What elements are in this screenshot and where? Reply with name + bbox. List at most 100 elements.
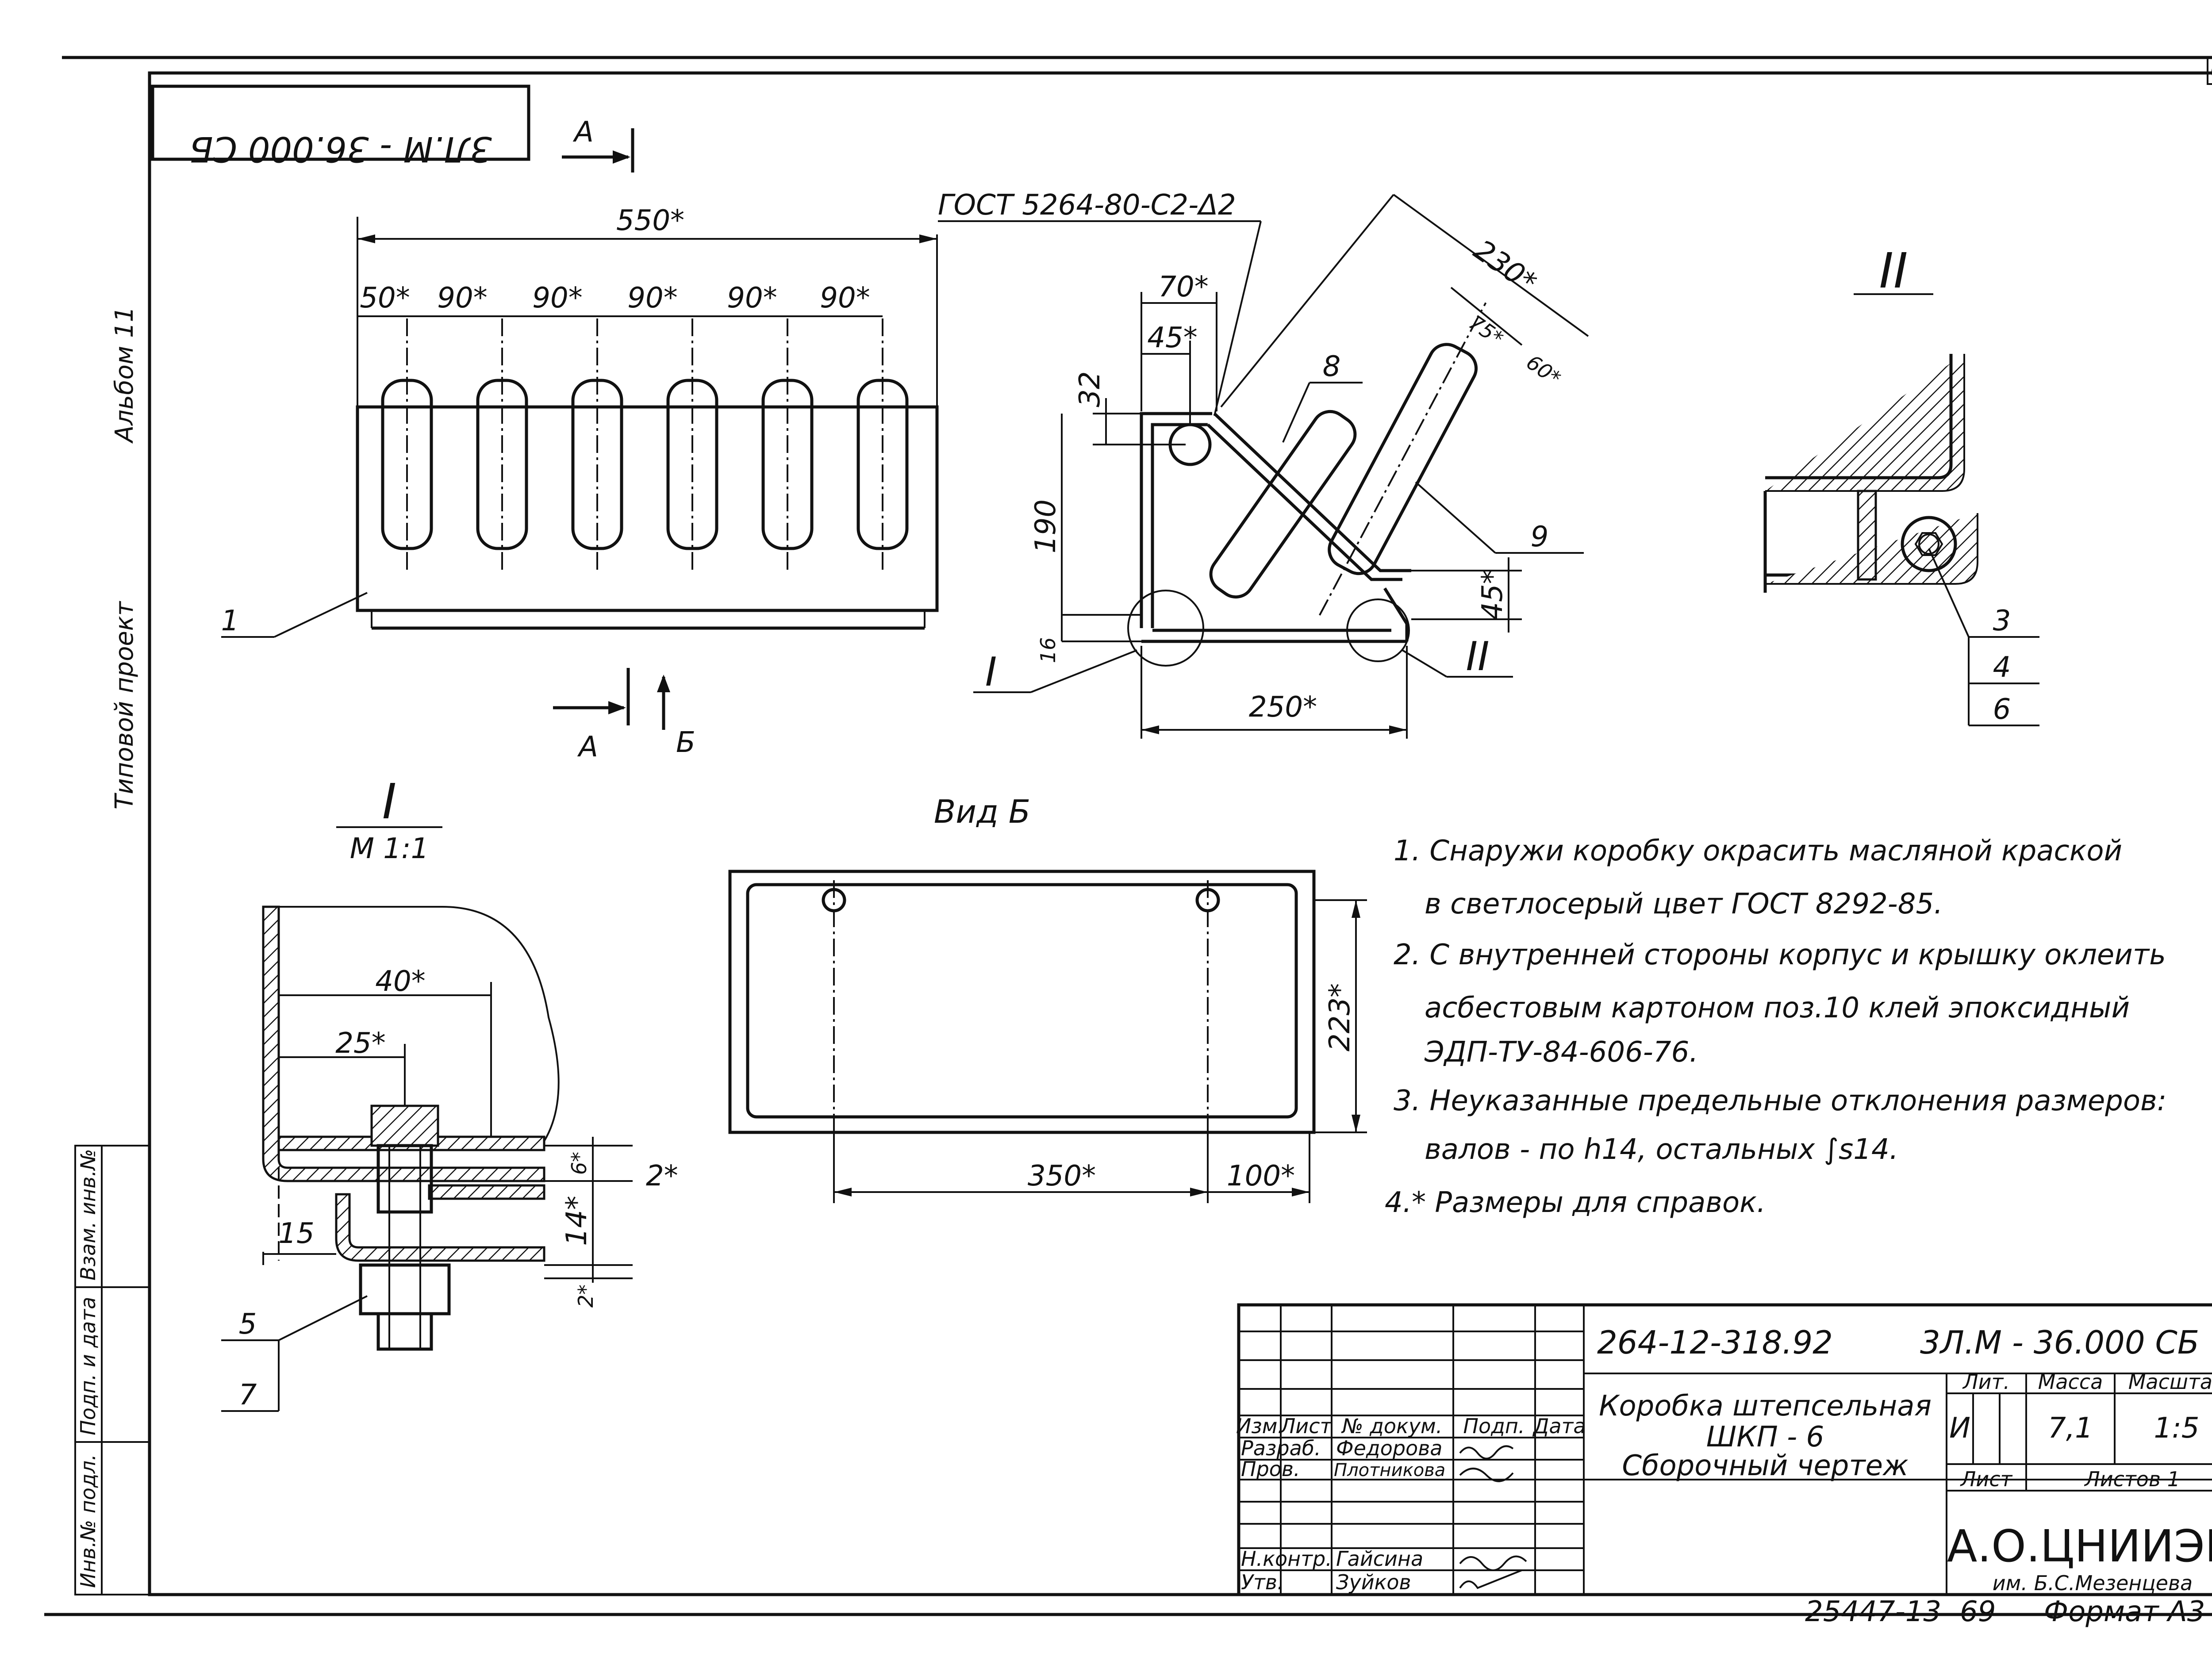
dim-230: 230*	[1468, 234, 1543, 299]
front-view: 550* 50* 90* 90* 90* 90* 90* 1 A A Б	[221, 116, 939, 763]
position-1: 1	[221, 605, 239, 637]
footer-page: 69	[1960, 1595, 1996, 1628]
dim-90-5: 90*	[820, 282, 870, 314]
col-list: Лист	[1279, 1414, 1333, 1438]
dim-70: 70*	[1158, 271, 1208, 303]
stamp-inv-podl: Инв.№ подл.	[76, 1454, 100, 1588]
note-line-4: асбестовым картоном поз.10 клей эпоксидн…	[1425, 992, 2130, 1024]
dim-350: 350*	[1028, 1160, 1096, 1193]
detail-1-scale: М 1:1	[350, 832, 429, 865]
position-4: 4	[1993, 651, 2011, 684]
note-line-2: в светлосерый цвет ГОСТ 8292-85.	[1425, 888, 1943, 920]
mass-label: Масса	[2038, 1370, 2103, 1394]
dim-90-1: 90*	[437, 282, 487, 314]
rotated-code-box	[151, 84, 530, 161]
note-line-1: 1. Снаружи коробку окрасить масляной кра…	[1394, 835, 2122, 867]
dim-40: 40*	[375, 965, 425, 998]
scale-label: Масштаб	[2128, 1370, 2212, 1394]
dim-45-right: 45*	[1476, 570, 1509, 620]
detail-2-title: II	[1879, 242, 1908, 299]
dim-45-top: 45*	[1147, 322, 1197, 354]
dim-550: 550*	[616, 204, 684, 237]
view-b: Вид Б 350* 100* 223*	[728, 793, 1367, 1203]
dim-50: 50*	[360, 282, 410, 314]
sheet-label: Лист	[1960, 1467, 2013, 1491]
name-zuikov: Зуйков	[1336, 1570, 1411, 1594]
title-doc-code: 3Л.М - 36.000 СБ	[1920, 1324, 2199, 1361]
drawing-type: Сборочный чертеж	[1622, 1450, 1909, 1482]
notes: 1. Снаружи коробку окрасить масляной кра…	[1385, 835, 2166, 1219]
role-prov: Пров.	[1241, 1457, 1300, 1481]
project-number: 264-12-318.92	[1597, 1324, 1833, 1361]
position-7: 7	[239, 1379, 257, 1411]
product-name: Коробка штепсельная	[1599, 1390, 1932, 1423]
title-block: Изм. Лист № докум. Подп. Дата Разраб. Фе…	[1236, 1303, 2212, 1596]
page-number-box	[2207, 57, 2212, 85]
format-label: Формат А3	[2044, 1595, 2205, 1628]
dim-100: 100*	[1227, 1160, 1295, 1193]
detail-1: I М 1:1 40* 25* 15 6* 14* 2*	[221, 773, 678, 1412]
signature-2	[1459, 1468, 1514, 1482]
dim-190: 190	[1029, 499, 1062, 553]
product-code: ШКП - 6	[1706, 1421, 1824, 1453]
signature-1	[1459, 1445, 1514, 1460]
sheets-label: Листов 1	[2084, 1467, 2180, 1491]
org-name: А.О.ЦНИИЭП	[1947, 1520, 2212, 1572]
dim-75: 75*	[1464, 310, 1508, 350]
project-type-label: Типовой проект	[110, 601, 139, 809]
detail-marker-2: II	[1466, 633, 1489, 680]
note-line-8: 4.* Размеры для справок.	[1385, 1186, 1766, 1219]
position-6: 6	[1993, 693, 2011, 726]
mass-value: 7,1	[2048, 1412, 2093, 1445]
drawing-frame	[148, 71, 2212, 1596]
col-dokum: № докум.	[1341, 1414, 1443, 1438]
detail-2: II 3 4 6	[1763, 242, 2039, 726]
position-8: 8	[1323, 350, 1341, 383]
col-izm: Изм.	[1236, 1414, 1284, 1438]
dim-6: 6*	[567, 1152, 591, 1175]
dim-60: 60*	[1522, 350, 1565, 390]
dim-32: 32	[1074, 371, 1106, 407]
weld-note: ГОСТ 5264-80-С2-Δ2	[938, 189, 1236, 222]
position-9: 9	[1531, 521, 1549, 553]
org-subname: им. Б.С.Мезенцева	[1993, 1571, 2193, 1595]
dim-16: 16	[1036, 637, 1060, 663]
role-nkontr: Н.контр.	[1241, 1547, 1332, 1571]
inv-number: 25447-13	[1805, 1595, 1941, 1628]
role-razrab: Разраб.	[1241, 1436, 1321, 1460]
dim-2-top: 2*	[646, 1160, 678, 1193]
lit-value: И	[1949, 1412, 1970, 1445]
stamp-podp-data: Подп. и дата	[76, 1297, 100, 1435]
note-line-3: 2. С внутренней стороны корпус и крышку …	[1394, 939, 2166, 971]
col-data: Дата	[1532, 1414, 1586, 1438]
page-number: 68	[2210, 58, 2212, 82]
signature-4	[1459, 1569, 1522, 1589]
section-a-bottom: A	[577, 731, 598, 763]
name-gaisina: Гайсина	[1336, 1547, 1423, 1571]
note-line-5: ЭДП-ТУ-84-606-76.	[1424, 1036, 1698, 1069]
side-stamp-table	[74, 1145, 150, 1595]
side-section: ГОСТ 5264-80-С2-Δ2 70* 45* 32 190 16 250…	[938, 189, 1589, 739]
scale-value: 1:5	[2154, 1412, 2200, 1445]
col-podp: Подп.	[1463, 1414, 1525, 1438]
dim-90-4: 90*	[727, 282, 777, 314]
name-plotnikova: Плотникова	[1334, 1460, 1445, 1480]
dim-25: 25*	[335, 1027, 385, 1060]
note-line-6: 3. Неуказанные предельные отклонения раз…	[1394, 1085, 2166, 1117]
detail-1-title: I	[382, 773, 396, 830]
dim-90-3: 90*	[627, 282, 677, 314]
rotated-doc-code: 3Л.М - 36.000 СБ	[189, 129, 492, 169]
dim-14: 14*	[561, 1196, 593, 1246]
album-label: Альбом 11	[110, 307, 139, 444]
detail-marker-1: I	[985, 649, 997, 695]
dim-250: 250*	[1249, 691, 1317, 724]
position-5: 5	[239, 1308, 257, 1341]
stamp-vzam-inv: Взам. инв.№	[76, 1149, 100, 1281]
view-b-arrow: Б	[676, 726, 695, 759]
dim-2-bottom: 2*	[574, 1285, 598, 1308]
name-fedorova: Федорова	[1336, 1436, 1443, 1460]
dim-90-2: 90*	[532, 282, 582, 314]
lit-label: Лит.	[1962, 1370, 2010, 1394]
signature-3	[1459, 1555, 1527, 1571]
